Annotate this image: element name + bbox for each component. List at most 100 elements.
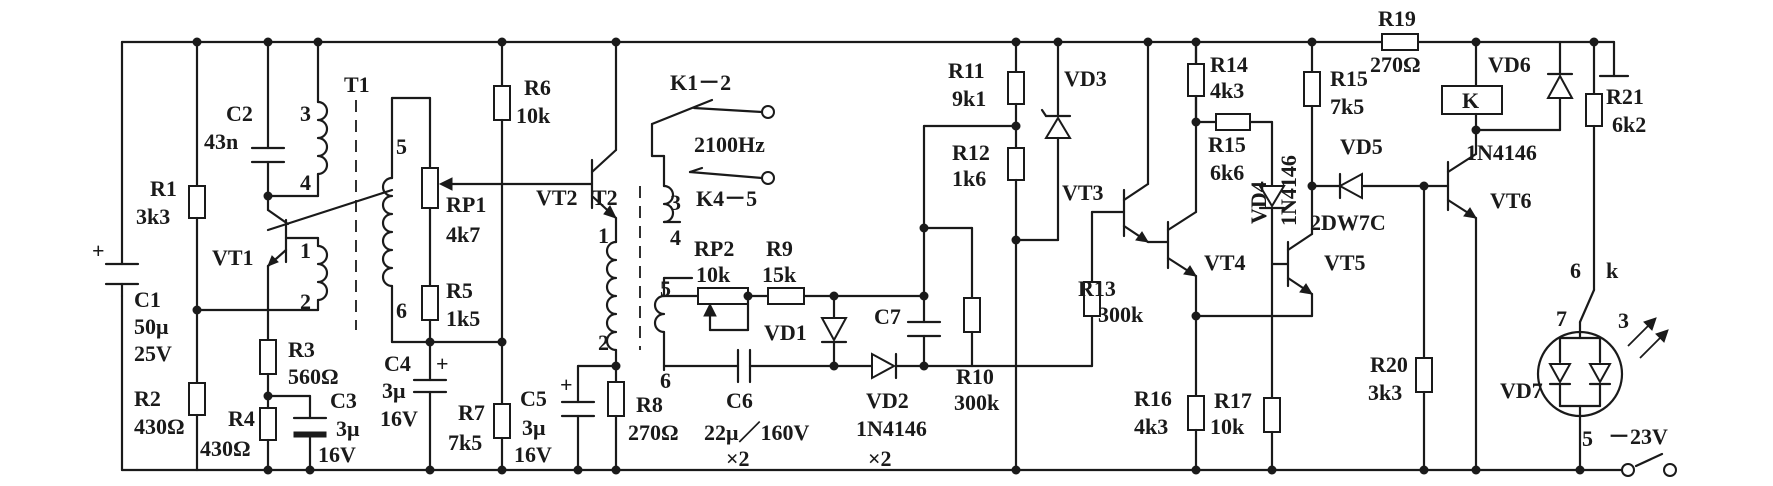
comparator-stage [1083, 40, 1286, 472]
c1-plus: + [92, 238, 105, 263]
rp1-label: RP1 [446, 192, 486, 217]
c1-value-2: 25V [134, 341, 172, 366]
k4-5-label: K4－5 [696, 186, 757, 211]
junction-dots [192, 37, 1599, 475]
t1-sec-pin-6: 6 [396, 298, 407, 323]
r21-value: 6k2 [1612, 112, 1646, 137]
vd7-pin-7: 7 [1556, 306, 1567, 331]
t2-pin-2: 2 [598, 330, 609, 355]
r6-label: R6 [524, 75, 551, 100]
r5-label: R5 [446, 278, 473, 303]
vt6-label: VT6 [1490, 188, 1532, 213]
c6-multiplier: ×2 [726, 446, 750, 471]
relay-k-label: K [1462, 88, 1479, 113]
r21-label: R21 [1606, 84, 1644, 109]
resistor-r7 [493, 403, 511, 439]
r11-value: 9k1 [952, 86, 986, 111]
r16-label: R16 [1134, 386, 1172, 411]
r2-label: R2 [134, 386, 161, 411]
r12-label: R12 [952, 140, 990, 165]
r19-value: 270Ω [1370, 52, 1421, 77]
r16-value: 4k3 [1134, 414, 1168, 439]
rp2-label: RP2 [694, 236, 734, 261]
t1-pin-4: 4 [300, 170, 311, 195]
c1-label: C1 [134, 287, 161, 312]
c4-value-1: 3μ [382, 378, 406, 403]
r17-label: R17 [1214, 388, 1252, 413]
t2-pin-1: 1 [598, 223, 609, 248]
resistor-r2 [188, 382, 206, 416]
r6-value: 10k [516, 103, 551, 128]
k1-2-label: K1－2 [670, 70, 731, 95]
vd2-multiplier: ×2 [868, 446, 892, 471]
transformer-t1 [355, 40, 594, 472]
rp2-value: 10k [696, 262, 731, 287]
vd7-label: VD7 [1500, 378, 1543, 403]
r5-value: 1k5 [446, 306, 480, 331]
r10-label: R10 [956, 364, 994, 389]
c4-label: C4 [384, 351, 411, 376]
relay-k [1441, 85, 1503, 115]
c1-value-1: 50μ [134, 314, 169, 339]
t1-pin-1: 1 [300, 238, 311, 263]
reference-divider [1007, 40, 1072, 472]
resistor-r6 [493, 85, 511, 121]
vd1-label: VD1 [764, 320, 807, 345]
vd5-label: VD5 [1340, 134, 1383, 159]
resistor-r8 [607, 381, 625, 417]
c4-plus: + [436, 351, 449, 376]
resistor-r17 [1263, 397, 1281, 433]
r3-value: 560Ω [288, 364, 339, 389]
resistor-r3 [259, 339, 277, 375]
frequency-label: 2100Hz [694, 132, 765, 157]
r15a-label: R15 [1208, 132, 1246, 157]
r15b-value: 7k5 [1330, 94, 1364, 119]
r8-value: 270Ω [628, 420, 679, 445]
resistor-r15-7k5 [1303, 71, 1321, 107]
c3-value-2: 16V [318, 442, 356, 467]
resistor-r9 [767, 287, 805, 305]
c2-label: C2 [226, 101, 253, 126]
c2-value: 43n [204, 129, 238, 154]
relay-pin-6: 6 [1570, 258, 1581, 283]
t1-sec-pin-5: 5 [396, 134, 407, 159]
vd3-label: VD3 [1064, 66, 1107, 91]
c5-label: C5 [520, 386, 547, 411]
t2-pin-4: 4 [670, 225, 681, 250]
resistor-r11 [1007, 71, 1025, 105]
r1-label: R1 [150, 176, 177, 201]
resistor-r15-6k6 [1215, 113, 1251, 131]
c7-label: C7 [874, 304, 901, 329]
t2-pin-3: 3 [670, 190, 681, 215]
r14-label: R14 [1210, 52, 1248, 77]
vd4-value: 1N4146 [1276, 155, 1301, 226]
c3-value-1: 3μ [336, 416, 360, 441]
vd2-value: 1N4146 [856, 416, 927, 441]
r19-label: R19 [1378, 6, 1416, 31]
r4-value: 430Ω [200, 436, 251, 461]
t2-pin-6: 6 [660, 368, 671, 393]
r1-r2-column [188, 40, 320, 472]
vd7-pin-3: 3 [1618, 308, 1629, 333]
vd6-value: 1N4146 [1466, 140, 1537, 165]
r20-value: 3k3 [1368, 380, 1402, 405]
vt3-label: VT3 [1062, 180, 1104, 205]
resistor-r21 [1585, 93, 1603, 127]
vd2-label: VD2 [866, 388, 909, 413]
r7-label: R7 [458, 400, 485, 425]
relay-contact-k: k [1606, 258, 1619, 283]
top-rail [120, 40, 1630, 78]
c5-plus: + [560, 372, 573, 397]
c6-value: 22μ／160V [704, 420, 809, 445]
photocoupler-vd7 [1536, 330, 1624, 418]
t1-pin-3: 3 [300, 101, 311, 126]
vt1-stage [250, 40, 394, 472]
relay-stage [1381, 33, 1677, 477]
r10-value: 300k [954, 390, 1000, 415]
c5-value-1: 3μ [522, 415, 546, 440]
capacitor-c1 [104, 262, 140, 298]
r14-value: 4k3 [1210, 78, 1244, 103]
vd7-pin-5: 5 [1582, 426, 1593, 451]
supply-voltage: －23V [1608, 424, 1668, 449]
